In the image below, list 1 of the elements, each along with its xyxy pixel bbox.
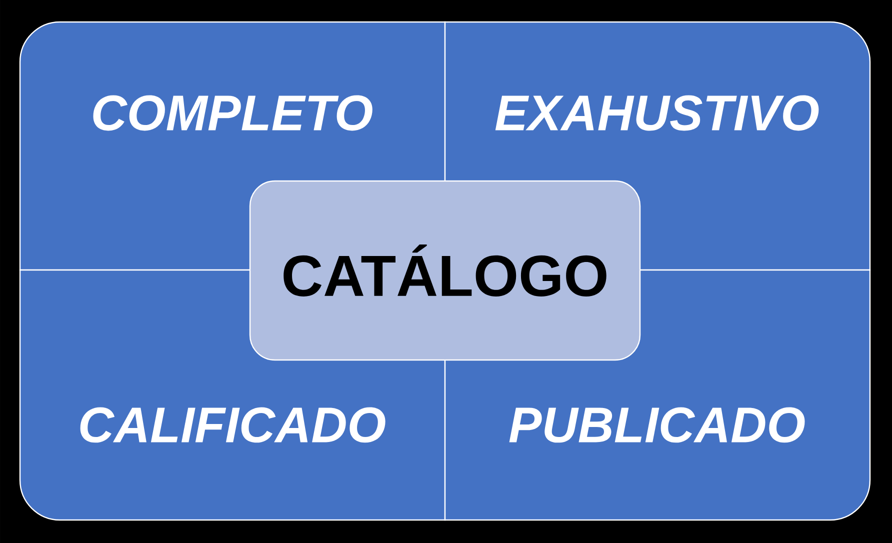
center-box: CATÁLOGO: [249, 180, 641, 361]
